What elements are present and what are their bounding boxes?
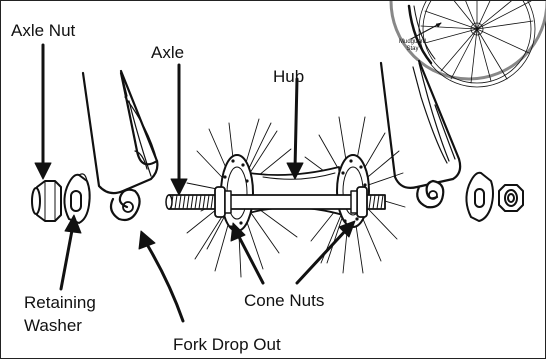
inset-stay-text: Stay [399,46,426,53]
right-fork-leg [381,61,460,207]
cone-nut-arrow-right [297,229,347,283]
retaining-washer-label-line2: Washer [24,316,82,336]
hub-arrow [295,79,297,169]
retaining-washer-label-line1: Retaining [24,293,96,313]
left-axle-nut [32,181,61,221]
fork-drop-out-label: Fork Drop Out [173,335,281,355]
axle-label: Axle [151,43,184,63]
right-retaining-washer [466,173,493,221]
inset-mudguard-label: Mudguard Stay [399,39,426,53]
left-fork-leg [83,71,157,220]
inset-mudguard-text: Mudguard [399,39,426,46]
axle-nut-label: Axle Nut [11,21,75,41]
hub-label: Hub [273,67,304,87]
left-retaining-washer [64,174,89,223]
retaining-washer-arrow [61,225,73,289]
fork-drop-out-arrow [145,241,183,321]
right-axle-nut [499,185,523,211]
cone-nuts-label: Cone Nuts [244,291,324,311]
